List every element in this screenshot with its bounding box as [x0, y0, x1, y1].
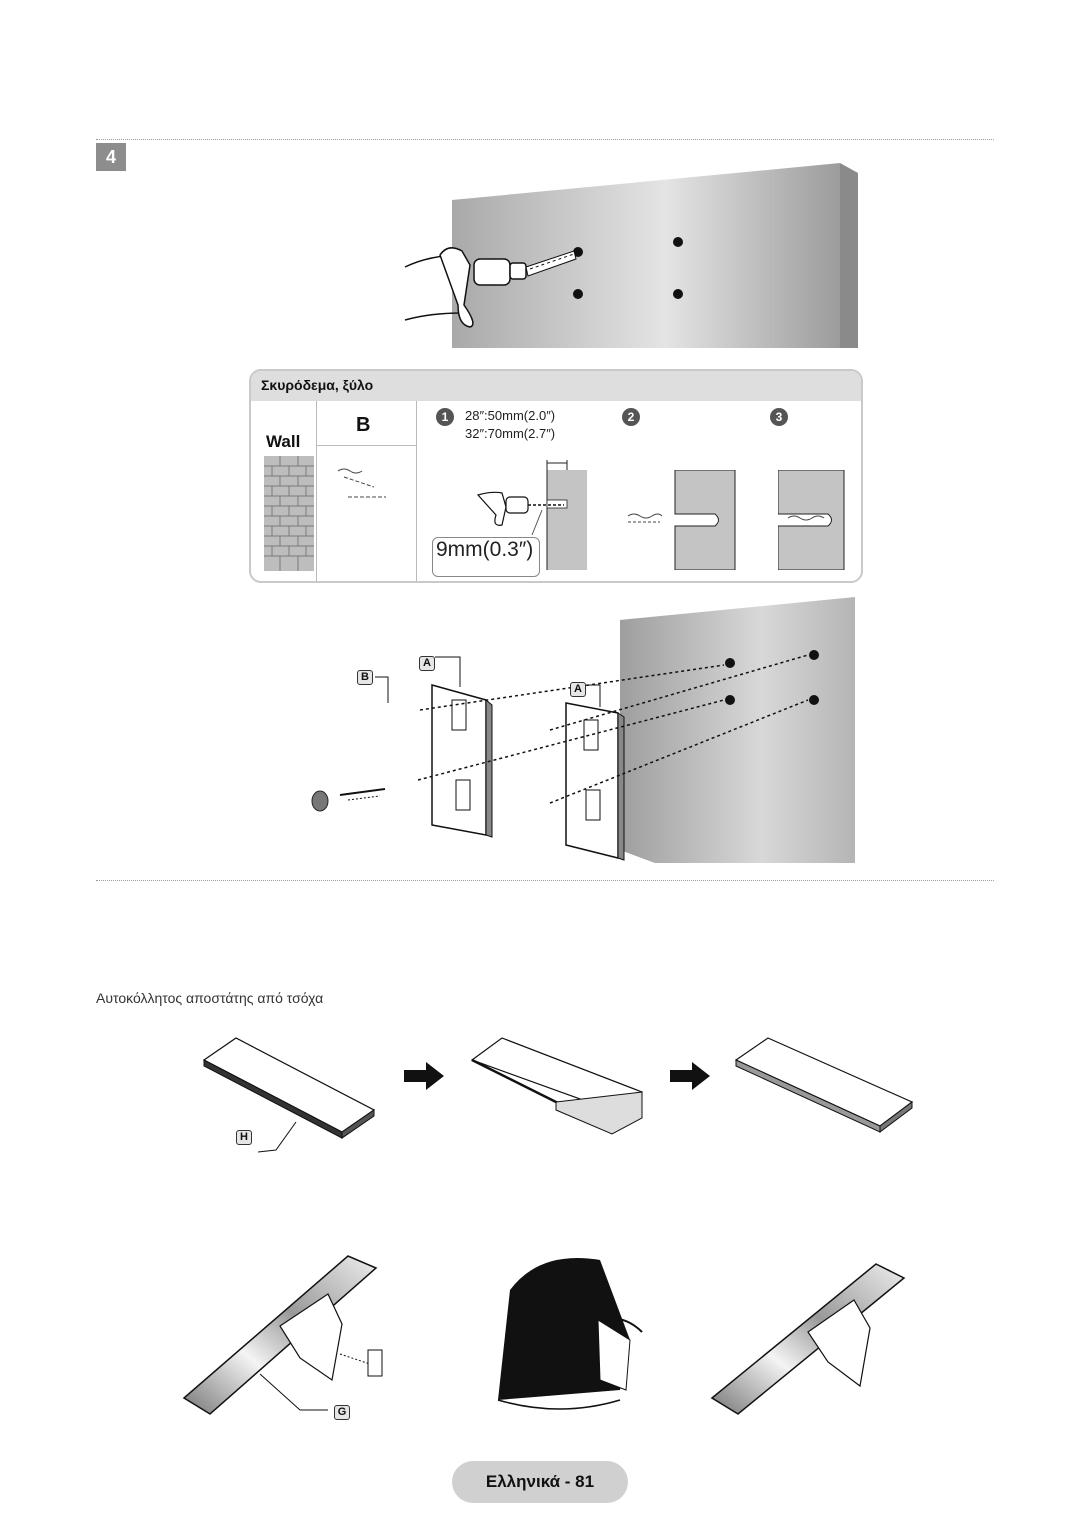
anchor-label: B [356, 414, 371, 436]
adhesive-strip-illustration [202, 1037, 914, 1153]
drill-bit-size: 9mm(0.3″) [436, 538, 534, 561]
panel-header: Σκυρόδεμα, ξύλο [251, 371, 861, 401]
wall-screw-hole [725, 658, 735, 668]
wall-screw-hole [725, 695, 735, 705]
wall-label: Wall [266, 432, 301, 451]
wall-screw-hole [809, 650, 819, 660]
anchor-plug-illustration [337, 468, 386, 498]
drill-size-box [432, 537, 540, 577]
wall-screw-hole [809, 695, 819, 705]
part-callout-h: H [236, 1130, 252, 1145]
drill-hole-marker [673, 237, 683, 247]
drill-hole-marker [673, 289, 683, 299]
hole-depth-32inch: 32″:70mm(2.7″) [465, 426, 556, 441]
panel-divider [316, 401, 317, 581]
part-callout-a: A [570, 682, 586, 697]
brick-wall-illustration [264, 456, 314, 571]
part-callout-b: B [357, 670, 373, 685]
bracket-mounting-illustration [311, 597, 855, 863]
drill-hole-marker [573, 289, 583, 299]
panel-divider [416, 401, 417, 581]
stand-attach-illustration [182, 1255, 906, 1415]
bottom-divider [96, 880, 994, 881]
step-3-number: 3 [770, 408, 788, 426]
step-1-drilling-illustration [476, 460, 587, 570]
top-divider [96, 139, 994, 140]
hole-depth-28inch: 28″:50mm(2.0″) [465, 408, 556, 423]
step-number-badge: 4 [96, 143, 126, 171]
step-2-number: 2 [622, 408, 640, 426]
drill-hole-marker [573, 247, 583, 257]
panel-title: Σκυρόδεμα, ξύλο [261, 377, 374, 393]
page-number-label: Ελληνικά - 81 [452, 1461, 628, 1503]
wall-drilling-illustration [404, 163, 858, 348]
part-callout-g: G [334, 1405, 350, 1420]
part-callout-a: A [419, 656, 435, 671]
panel-divider [316, 445, 416, 446]
step-2-insert-anchor [627, 470, 736, 570]
adhesive-pad-caption: Αυτοκόλλητος αποστάτης από τσόχα [96, 990, 324, 1006]
step-3-anchor-inserted [778, 470, 845, 570]
step-1-number: 1 [436, 408, 454, 426]
